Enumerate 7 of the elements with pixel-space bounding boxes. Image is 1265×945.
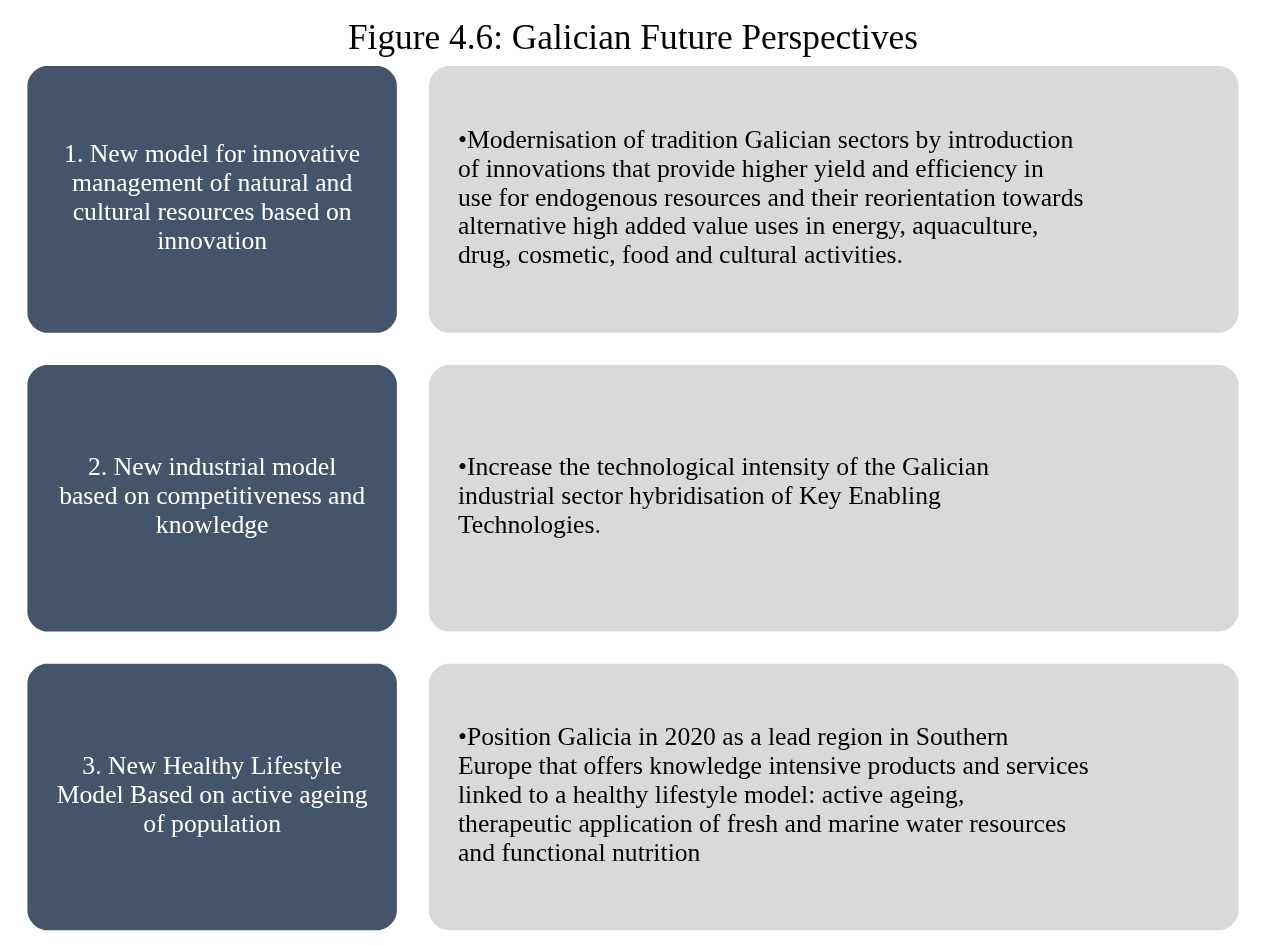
diagram-title: Figure 4.6: Galician Future Perspectives <box>347 18 918 58</box>
node-box: 1. New model for innovative management of natural and cultural resources based on innovation <box>26 66 397 333</box>
node-box: •Increase the technological intensity of the Galician industrial sector hybridisation of Key Enabling Technologies. <box>428 364 1239 632</box>
node-box: 3. New Healthy Lifestyle Model Based on active ageing of population <box>26 663 397 931</box>
node-box: •Modernisation of tradition Galician sectors by introduction of innovations that provide higher yield and efficiency in use for endogenous resources and their reorientation towards alternative high added value uses in energy, aquaculture, drug, cosmetic, food and cultural activities. <box>428 66 1239 333</box>
node-box: •Position Galicia in 2020 as a lead region in Southern Europe that offers knowledge intensive products and services linked to a healthy lifestyle model: active ageing, therapeutic application of fresh and marine water resources and functional nutrition <box>428 663 1239 931</box>
node-box: 2. New industrial model based on competitiveness and knowledge <box>26 364 397 632</box>
